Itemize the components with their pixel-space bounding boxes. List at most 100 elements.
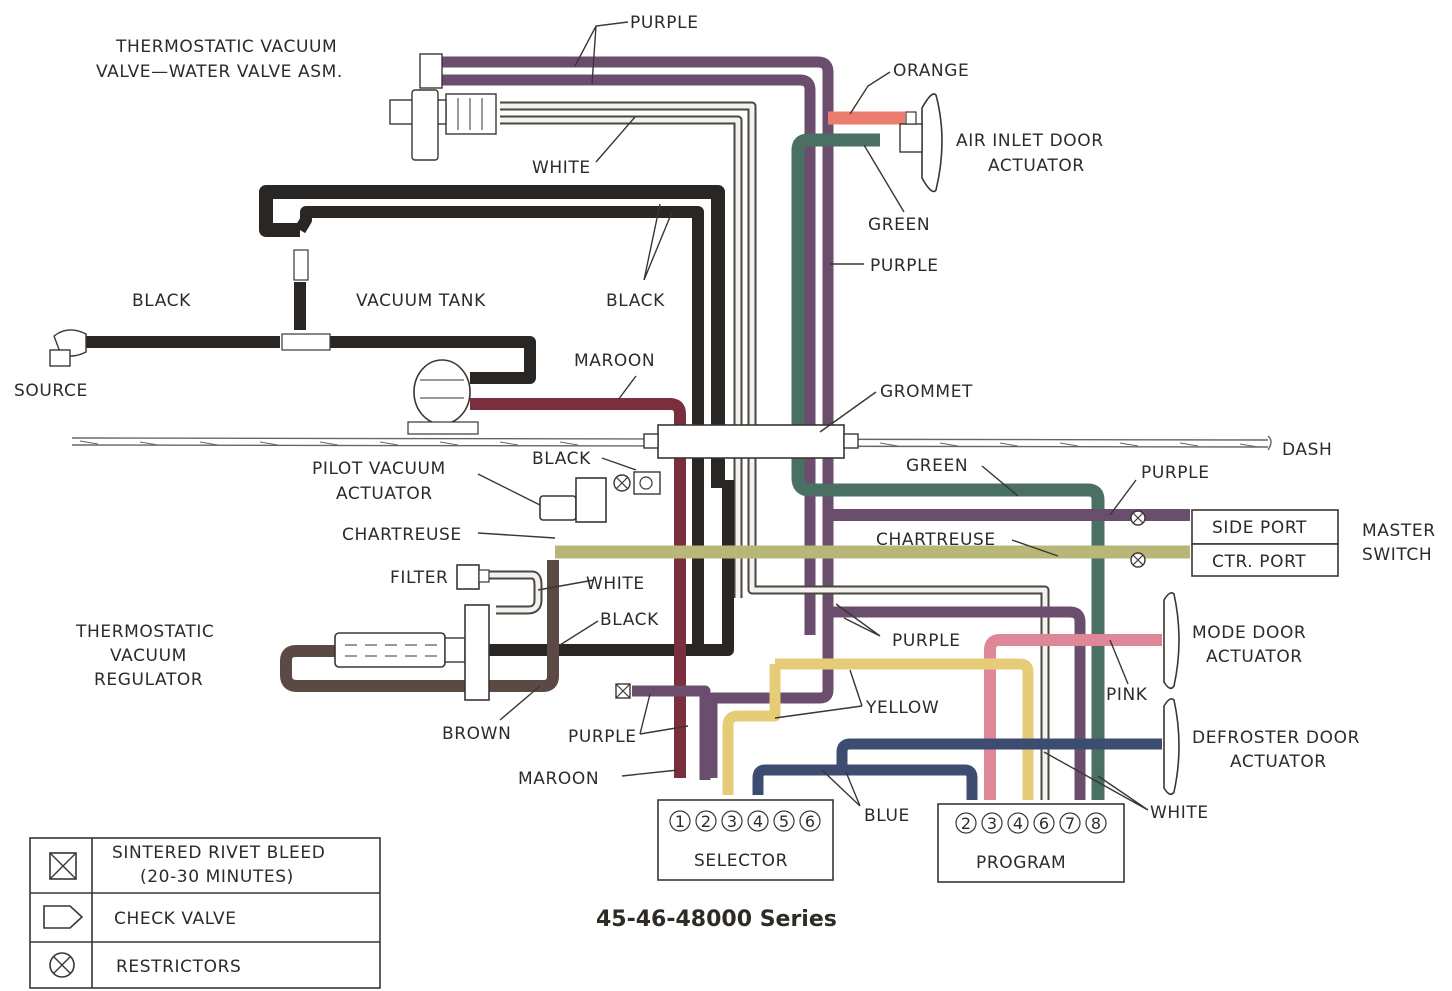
- label-pink: PINK: [1106, 685, 1148, 705]
- labels: THERMOSTATIC VACUUM VALVE—WATER VALVE AS…: [14, 13, 1436, 932]
- label-defroster-2: ACTUATOR: [1230, 752, 1327, 772]
- hose-purple-mid: [828, 606, 1086, 800]
- defroster-door-actuator: [1163, 698, 1180, 796]
- label-blue: BLUE: [864, 806, 910, 826]
- air-inlet-actuator: [899, 93, 943, 193]
- hose-maroon: [470, 398, 686, 778]
- hose-black-regulator: [488, 480, 734, 656]
- tee-junction: [281, 333, 331, 351]
- hose-black-inner: [294, 206, 704, 648]
- legend-check-valve: CHECK VALVE: [114, 909, 237, 929]
- restrictor-icon: [1130, 510, 1146, 568]
- label-white-filter: WHITE: [586, 574, 645, 594]
- mode-door-actuator: [1163, 592, 1180, 690]
- label-thermostatic-valve-2: VALVE—WATER VALVE ASM.: [96, 62, 343, 82]
- label-grommet: GROMMET: [880, 382, 973, 402]
- hose-brown: [280, 560, 559, 692]
- label-selector: SELECTOR: [694, 851, 788, 871]
- legend-restrictor-icon: [49, 952, 75, 978]
- grommet: [657, 424, 845, 459]
- legend-restrictors: RESTRICTORS: [116, 957, 241, 977]
- hose-purple-bottom: [632, 685, 711, 780]
- hose-pink: [984, 634, 1162, 800]
- label-filter: FILTER: [390, 568, 448, 588]
- legend-bleed-line1: SINTERED RIVET BLEED: [112, 843, 325, 863]
- label-black-left: BLACK: [132, 291, 191, 311]
- label-mode-door-1: MODE DOOR: [1192, 623, 1306, 643]
- side-port-box: [1191, 509, 1339, 545]
- label-maroon-top: MAROON: [574, 351, 655, 371]
- program-port-6: 6: [1039, 814, 1049, 833]
- label-mode-door-2: ACTUATOR: [1206, 647, 1303, 667]
- label-black-regulator: BLACK: [600, 610, 659, 630]
- thermostatic-valve: [389, 53, 497, 161]
- label-white-top: WHITE: [532, 158, 591, 178]
- label-master-switch-2: SWITCH: [1362, 545, 1432, 565]
- label-green-top: GREEN: [868, 215, 930, 235]
- label-orange: ORANGE: [893, 61, 969, 81]
- label-purple-master: PURPLE: [1141, 463, 1210, 483]
- hose-blue-2: [842, 764, 978, 800]
- pilot-actuator: [539, 471, 661, 523]
- program-port-7: 7: [1065, 814, 1075, 833]
- label-air-inlet-1: AIR INLET DOOR: [956, 131, 1104, 151]
- hose-green: [791, 133, 1105, 800]
- hose-purple-inner: [440, 74, 816, 635]
- label-program: PROGRAM: [976, 853, 1066, 873]
- label-regulator-1: THERMOSTATIC: [75, 622, 214, 642]
- label-brown: BROWN: [442, 724, 511, 744]
- legend-bleed-line2: (20-30 MINUTES): [140, 867, 294, 887]
- label-chartreuse-left: CHARTREUSE: [342, 525, 462, 545]
- label-pilot-actuator-2: ACTUATOR: [336, 484, 433, 504]
- hoses: [86, 56, 1190, 800]
- label-thermostatic-valve-1: THERMOSTATIC VACUUM: [115, 37, 337, 57]
- thermostatic-regulator: [334, 604, 490, 701]
- series-title: 45-46-48000 Series: [596, 907, 837, 932]
- label-master-switch-1: MASTER: [1362, 521, 1436, 541]
- hose-yellow-2: [722, 664, 781, 795]
- label-yellow: YELLOW: [865, 698, 939, 718]
- vacuum-tank: [407, 359, 479, 435]
- filter: [456, 564, 480, 590]
- label-side-port: SIDE PORT: [1212, 518, 1307, 538]
- selector-port-5: 5: [779, 812, 789, 831]
- label-purple-bottom: PURPLE: [568, 727, 637, 747]
- label-dash: DASH: [1282, 440, 1332, 460]
- selector-port-1: 1: [675, 812, 685, 831]
- program-ports: 2 3 4 6 7 8: [955, 812, 1107, 834]
- label-chartreuse-right: CHARTREUSE: [876, 530, 996, 550]
- sintered-bleed-icon: [615, 683, 631, 699]
- program-port-8: 8: [1091, 814, 1101, 833]
- selector-port-2: 2: [701, 812, 711, 831]
- ctr-port-box: [1191, 543, 1339, 577]
- label-air-inlet-2: ACTUATOR: [988, 156, 1085, 176]
- label-green-right: GREEN: [906, 456, 968, 476]
- leader-lines: [477, 21, 1149, 811]
- label-purple-mid: PURPLE: [892, 631, 961, 651]
- program-port-4: 4: [1013, 814, 1023, 833]
- program-port-2: 2: [961, 814, 971, 833]
- selector-ports: 1 2 3 4 5 6: [669, 810, 821, 832]
- legend: SINTERED RIVET BLEED (20-30 MINUTES) CHE…: [29, 837, 381, 989]
- label-regulator-2: VACUUM: [110, 646, 187, 666]
- label-purple-right: PURPLE: [870, 256, 939, 276]
- legend-check-valve-icon: [43, 905, 84, 929]
- program-port-3: 3: [987, 814, 997, 833]
- hose-yellow: [775, 658, 1034, 800]
- label-source: SOURCE: [14, 381, 88, 401]
- label-vacuum-tank: VACUUM TANK: [356, 291, 486, 311]
- label-regulator-3: REGULATOR: [94, 670, 203, 690]
- hose-black-outer: [259, 185, 725, 488]
- label-black-mid: BLACK: [606, 291, 665, 311]
- label-ctr-port: CTR. PORT: [1212, 552, 1306, 572]
- hose-purple-outer: [440, 56, 834, 778]
- label-purple-top: PURPLE: [630, 13, 699, 33]
- label-maroon-bottom: MAROON: [518, 769, 599, 789]
- selector-port-3: 3: [727, 812, 737, 831]
- selector-port-4: 4: [753, 812, 763, 831]
- legend-bleed-icon: [49, 852, 77, 880]
- hose-black-tank: [330, 336, 536, 384]
- label-pilot-actuator-1: PILOT VACUUM: [312, 459, 446, 479]
- label-defroster-1: DEFROSTER DOOR: [1192, 728, 1360, 748]
